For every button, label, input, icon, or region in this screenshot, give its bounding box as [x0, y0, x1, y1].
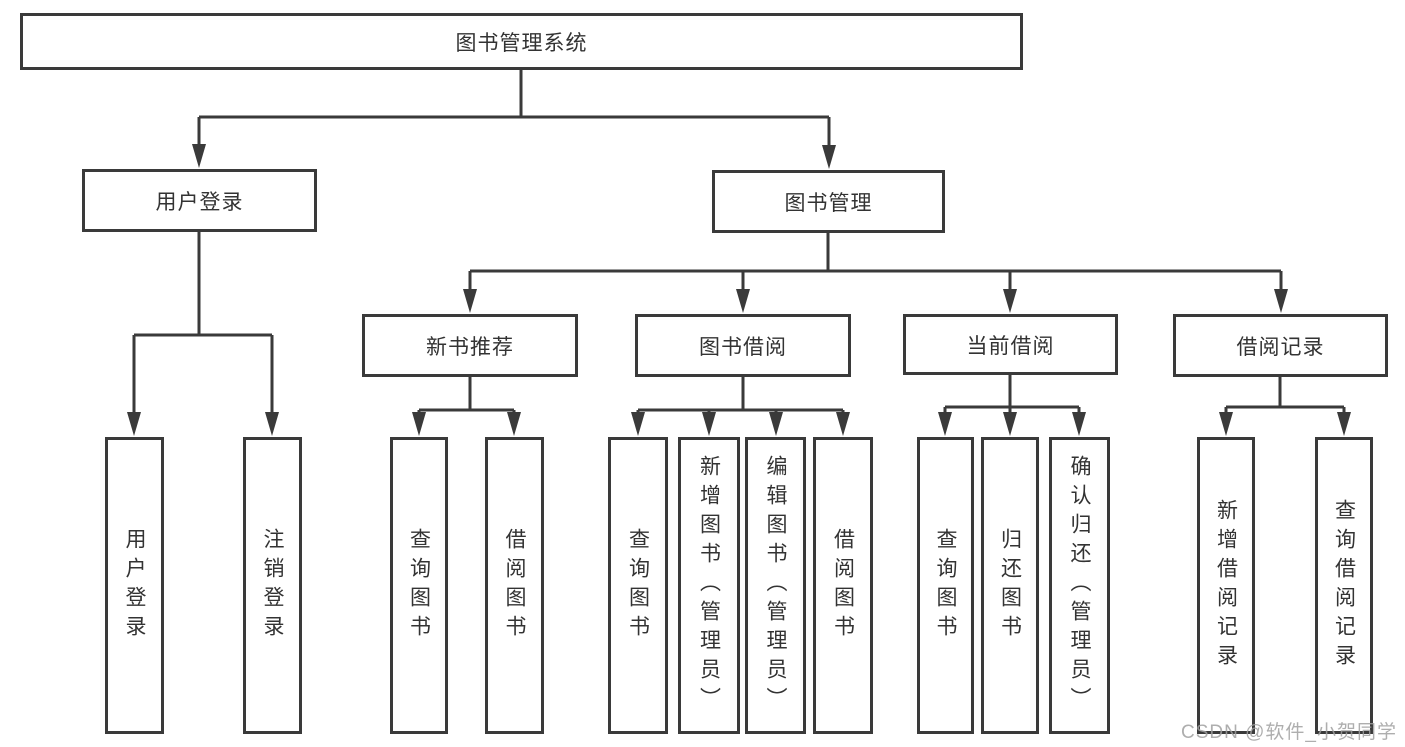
node-cb-return-books: 归还图书	[981, 437, 1039, 734]
node-nb-query-books: 查询图书	[390, 437, 448, 734]
node-new-book-recommend: 新书推荐	[362, 314, 578, 377]
node-user-login-leaf: 用户登录	[105, 437, 164, 734]
node-bb-add-books-admin: 新增图书（管理员）	[678, 437, 740, 734]
node-root: 图书管理系统	[20, 13, 1023, 70]
node-br-add-record: 新增借阅记录	[1197, 437, 1255, 734]
node-borrowing-records: 借阅记录	[1173, 314, 1388, 377]
node-br-query-record: 查询借阅记录	[1315, 437, 1373, 734]
node-bb-query-books: 查询图书	[608, 437, 668, 734]
node-nb-borrow-books: 借阅图书	[485, 437, 544, 734]
node-cb-query-books: 查询图书	[917, 437, 974, 734]
node-book-borrowing: 图书借阅	[635, 314, 851, 377]
node-current-borrowing: 当前借阅	[903, 314, 1118, 375]
node-user-login: 用户登录	[82, 169, 317, 232]
node-book-management: 图书管理	[712, 170, 945, 233]
node-bb-borrow-books: 借阅图书	[813, 437, 873, 734]
node-cb-confirm-return-admin: 确认归还（管理员）	[1049, 437, 1110, 734]
node-bb-edit-books-admin: 编辑图书（管理员）	[745, 437, 806, 734]
node-logout: 注销登录	[243, 437, 302, 734]
